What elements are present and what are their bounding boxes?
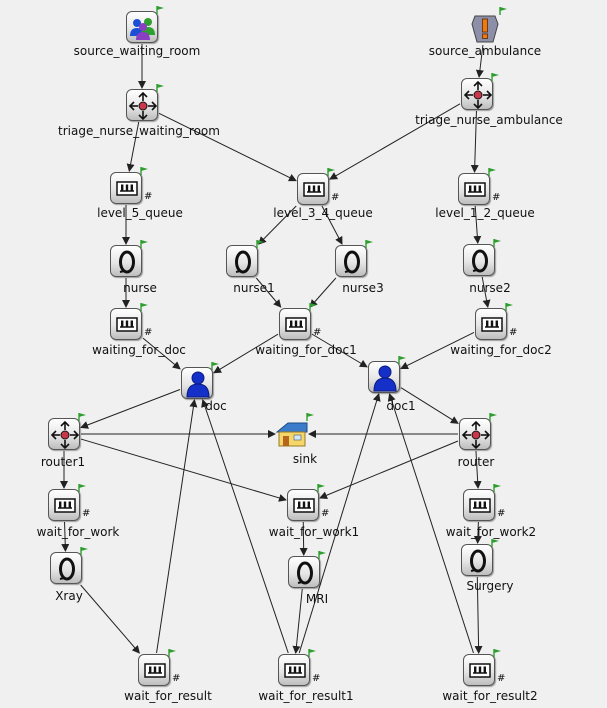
connector-Surgery-to-wait_for_result2[interactable] — [474, 576, 483, 654]
queue-icon — [110, 172, 142, 204]
connector-router1-to-wait_for_work1[interactable] — [80, 438, 287, 502]
node-label: source_waiting_room — [73, 44, 201, 58]
queue-mark: # — [312, 673, 321, 684]
queue-icon — [297, 173, 329, 205]
queue-mark: # — [144, 191, 153, 202]
queue-mark: # — [492, 192, 501, 203]
connector-waiting_for_doc1-to-doc[interactable] — [213, 333, 279, 374]
queue-icon — [110, 308, 142, 340]
connector-wait_for_result-to-doc[interactable] — [156, 399, 198, 654]
node-label: wait_for_work2 — [445, 525, 537, 539]
queue-icon — [463, 654, 495, 686]
node-label: nurse3 — [342, 281, 384, 295]
node-label: doc — [205, 399, 227, 413]
queue-mark: # — [497, 508, 506, 519]
queue-mark: # — [172, 673, 181, 684]
connector-waiting_for_doc1-to-doc1[interactable] — [311, 333, 368, 368]
connector-wait_for_work2-to-Surgery[interactable] — [473, 521, 482, 544]
node-label: wait_for_result2 — [442, 689, 538, 703]
queue-icon — [279, 308, 311, 340]
queue-mark: # — [331, 192, 340, 203]
connector-level_3_4_queue-to-nurse1[interactable] — [258, 205, 297, 245]
node-label: source_ambulance — [428, 44, 542, 58]
connector-wait_for_result1-to-doc[interactable] — [201, 399, 289, 654]
connector-triage_nurse_ambulance-to-level_1_2_queue[interactable] — [470, 110, 479, 173]
node-label: wait_for_work1 — [268, 525, 360, 539]
queue-mark: # — [509, 327, 518, 338]
queue-icon — [48, 489, 80, 521]
processor-icon — [461, 544, 493, 576]
connector-doc1-to-router[interactable] — [400, 387, 459, 424]
queue-mark: # — [497, 673, 506, 684]
connector-source_ambulance-to-triage_nurse_ambulance[interactable] — [475, 44, 484, 78]
connector-level_3_4_queue-to-nurse3[interactable] — [321, 205, 343, 245]
node-label: nurse2 — [469, 281, 511, 295]
node-label: router1 — [40, 455, 86, 469]
connector-MRI-to-wait_for_result1[interactable] — [292, 588, 303, 654]
node-label: level_5_queue — [97, 206, 183, 220]
connector-triage_nurse_waiting_room-to-level_3_4_queue[interactable] — [158, 112, 297, 182]
node-label: wait_for_result — [124, 689, 212, 703]
people-source-icon — [126, 11, 158, 43]
connector-Xray-to-wait_for_result[interactable] — [80, 584, 140, 654]
node-label: nurse1 — [233, 281, 275, 295]
node-label: waiting_for_doc2 — [450, 343, 552, 357]
connector-wait_for_result2-to-doc1[interactable] — [387, 393, 474, 654]
queue-mark: # — [321, 508, 330, 519]
operator-icon — [181, 367, 213, 399]
node-label: wait_for_work — [36, 525, 120, 539]
connector-waiting_for_doc2-to-doc1[interactable] — [400, 331, 475, 370]
node-label: waiting_for_doc1 — [255, 343, 357, 357]
router-icon — [126, 89, 158, 121]
connector-level_1_2_queue-to-nurse2[interactable] — [473, 205, 482, 244]
connector-triage_nurse_waiting_room-to-level_5_queue[interactable] — [126, 121, 140, 172]
queue-icon — [463, 489, 495, 521]
processor-icon — [335, 245, 367, 277]
node-label: triage_nurse_waiting_room — [58, 124, 220, 138]
node-label: doc1 — [386, 399, 416, 413]
connector-nurse3-to-waiting_for_doc1[interactable] — [309, 277, 337, 308]
node-label: nurse — [123, 281, 157, 295]
connector-doc-to-router1[interactable] — [80, 389, 181, 429]
queue-mark: # — [313, 327, 322, 338]
node-label: MRI — [305, 592, 329, 606]
connector-nurse1-to-waiting_for_doc1[interactable] — [255, 277, 282, 308]
connector-router-to-wait_for_work2[interactable] — [473, 450, 482, 489]
connector-triage_nurse_ambulance-to-level_3_4_queue[interactable] — [329, 103, 461, 180]
queue-mark: # — [82, 508, 91, 519]
processor-icon — [463, 244, 495, 276]
node-label: wait_for_result1 — [258, 689, 354, 703]
queue-icon — [458, 173, 490, 205]
connector-router-to-wait_for_work1[interactable] — [319, 440, 459, 500]
node-label: Surgery — [466, 579, 514, 593]
node-label: Xray — [55, 589, 83, 603]
node-label: sink — [292, 452, 318, 466]
router-icon — [459, 418, 491, 450]
node-label: router — [457, 455, 495, 469]
queue-icon — [475, 308, 507, 340]
connector-wait_for_work-to-Xray[interactable] — [61, 521, 70, 552]
router-icon — [461, 78, 493, 110]
connector-wait_for_result1-to-doc1[interactable] — [298, 393, 381, 654]
processor-icon — [288, 556, 320, 588]
processor-icon — [110, 245, 142, 277]
processor-icon — [50, 552, 82, 584]
operator-icon — [368, 361, 400, 393]
processor-icon — [226, 245, 258, 277]
node-label: waiting_for_doc — [92, 343, 186, 357]
router-icon — [48, 418, 80, 450]
queue-icon — [278, 654, 310, 686]
queue-mark: # — [144, 327, 153, 338]
node-label: level_3_4_queue — [273, 206, 373, 220]
queue-icon — [287, 489, 319, 521]
connector-waiting_for_doc-to-doc[interactable] — [142, 337, 181, 370]
connector-nurse2-to-waiting_for_doc2[interactable] — [481, 276, 491, 308]
node-label: level_1_2_queue — [435, 206, 535, 220]
queue-icon — [138, 654, 170, 686]
node-label: triage_nurse_ambulance — [415, 113, 563, 127]
